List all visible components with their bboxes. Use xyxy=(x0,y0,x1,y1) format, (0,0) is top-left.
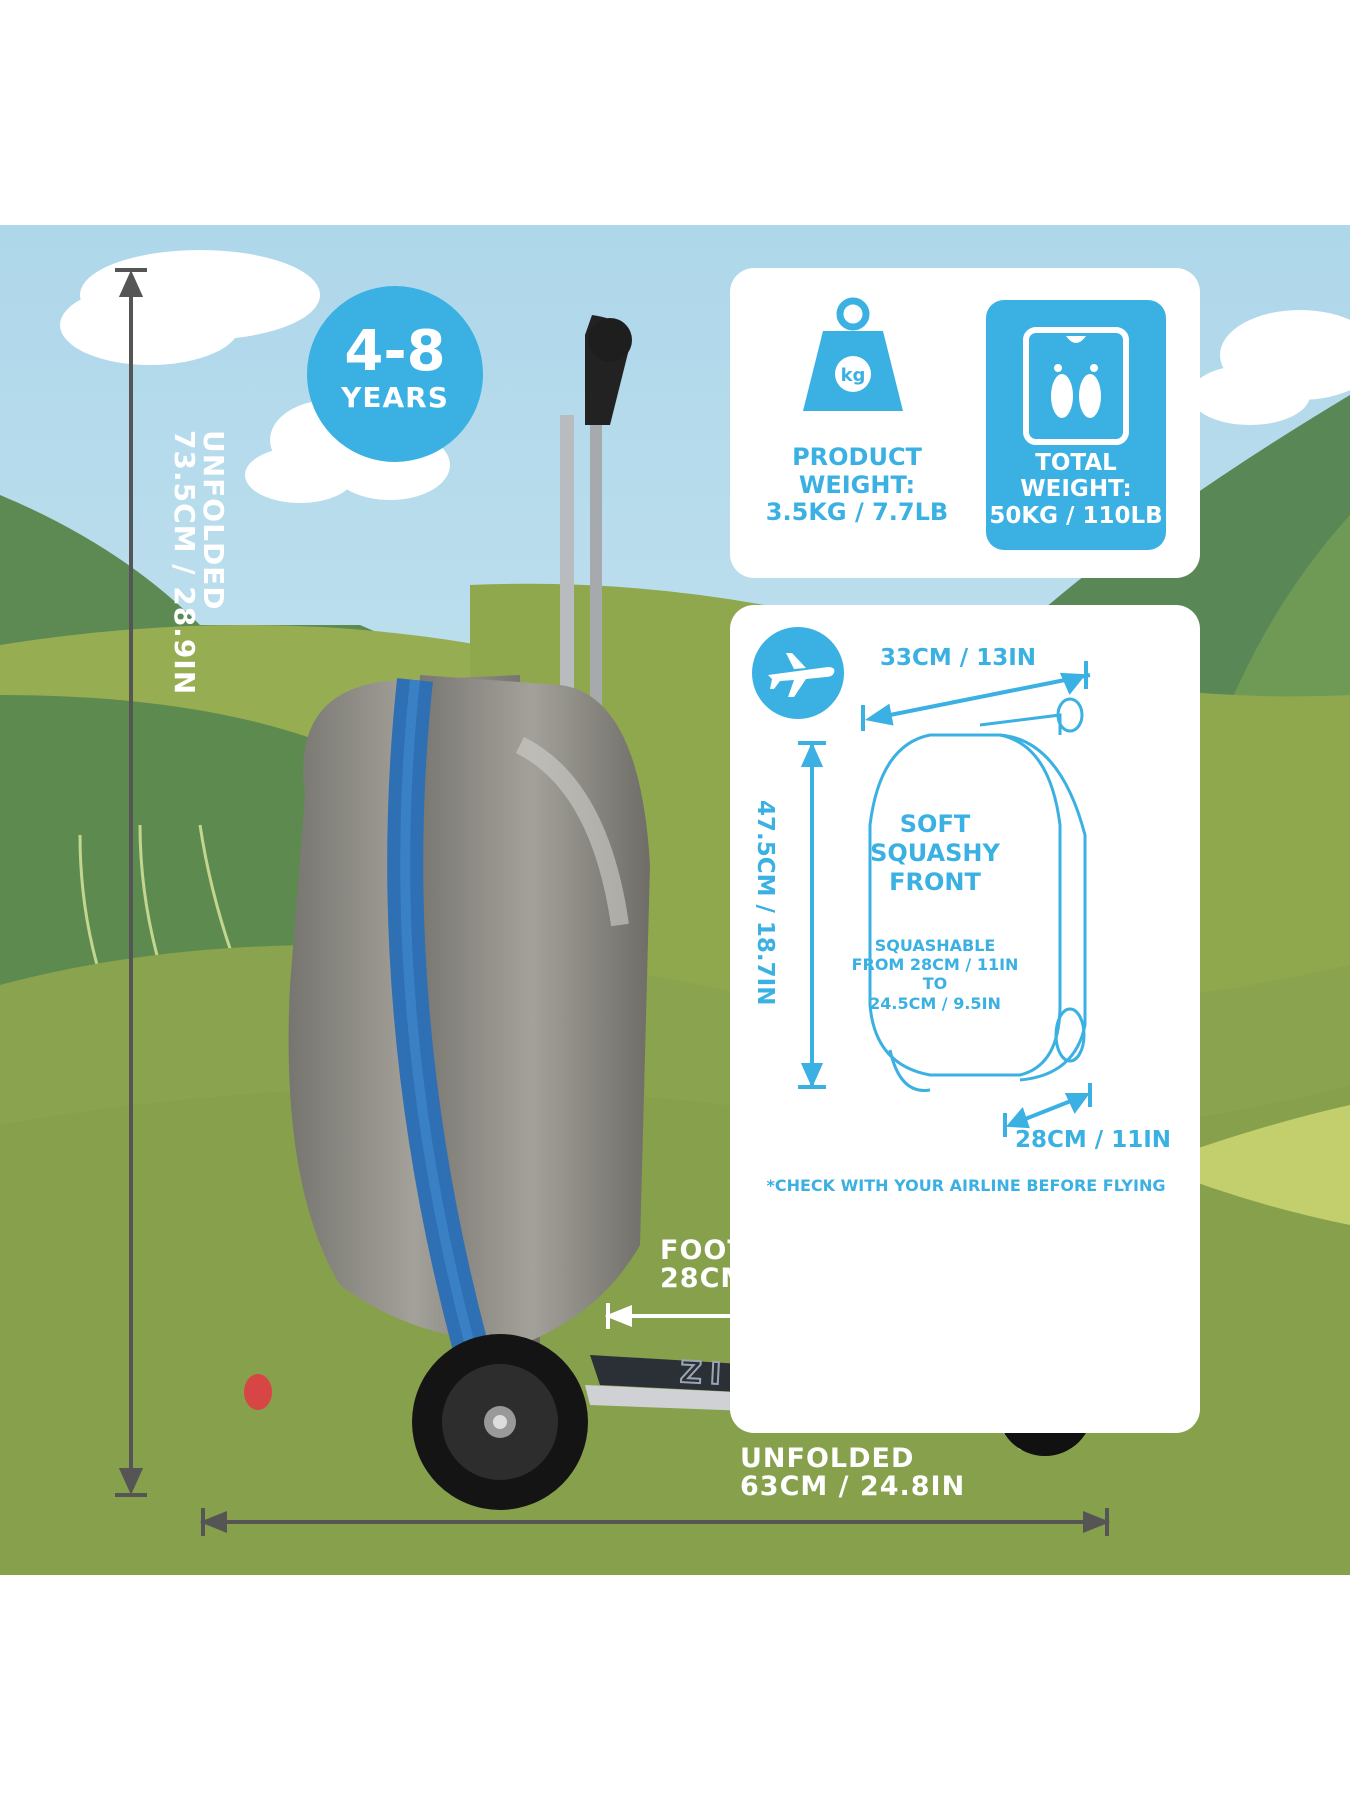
squash-line2: FROM 28CM / 11IN xyxy=(851,955,1019,975)
height-label-line1: UNFOLDED xyxy=(197,430,230,611)
rear-wheel xyxy=(412,1334,588,1510)
product-weight: PRODUCT WEIGHT: 3.5KG / 7.7LB xyxy=(742,443,972,527)
product-weight-value: 3.5KG / 7.7LB xyxy=(765,498,949,527)
age-badge: 4-8 YEARS xyxy=(307,286,483,462)
product-weight-line2: WEIGHT: xyxy=(798,470,916,499)
front-title-line2: SQUASHY xyxy=(870,838,1000,867)
squash-line1: SQUASHABLE xyxy=(874,936,996,955)
foot-space-label: FOOT SPACE 28CM / 11IN xyxy=(660,1235,859,1295)
squash-line4: 24.5CM / 9.5IN xyxy=(869,993,1001,1013)
total-weight-panel: TOTAL WEIGHT: 50KG / 110LB xyxy=(986,300,1166,550)
total-weight-line1: TOTAL xyxy=(1035,450,1117,476)
airplane-icon xyxy=(752,627,844,719)
front-title-line3: FRONT xyxy=(889,867,981,896)
total-weight-line2: WEIGHT: xyxy=(1020,476,1132,503)
dimension-diagram xyxy=(798,661,1092,1137)
length-label-line2: 63CM / 24.8IN xyxy=(740,1471,966,1503)
depth-label: 28CM / 11IN xyxy=(1015,1127,1172,1153)
weight-kg-icon: kg xyxy=(803,297,903,411)
foot-space-line1: FOOT SPACE xyxy=(660,1235,859,1266)
height-label: UNFOLDED 73.5CM / 28.9IN xyxy=(167,430,230,696)
product-scene: ZINC xyxy=(0,225,1350,1575)
length-label: UNFOLDED 63CM / 24.8IN xyxy=(740,1443,966,1503)
height-arrow xyxy=(115,268,147,1497)
width-label: 33CM / 13IN xyxy=(880,645,1037,671)
height-dimension-label: 47.5CM / 18.7IN xyxy=(752,800,778,1006)
airline-note: *CHECK WITH YOUR AIRLINE BEFORE FLYING xyxy=(766,1176,1166,1195)
suitcase xyxy=(244,315,650,1410)
height-label-line2: 73.5CM / 28.9IN xyxy=(167,430,201,696)
weight-icon-text: kg xyxy=(841,365,866,386)
dimensions-card: 33CM / 13IN 47.5CM / 18 xyxy=(730,605,1200,1433)
foot-space-line2: 28CM / 11IN xyxy=(660,1263,855,1295)
squash-line3: TO xyxy=(922,974,948,994)
length-arrow xyxy=(199,1508,1111,1536)
total-weight-value: 50KG / 110LB xyxy=(989,502,1163,529)
product-weight-line1: PRODUCT xyxy=(792,443,922,471)
weight-card: kg PRODUCT WEIGHT: 3.5KG / 7.7LB TOTAL W… xyxy=(730,268,1200,578)
front-title-line1: SOFT xyxy=(899,810,971,838)
length-label-line1: UNFOLDED xyxy=(740,1443,915,1474)
cloud xyxy=(60,250,1350,503)
total-weight: TOTAL WEIGHT: 50KG / 110LB xyxy=(986,450,1166,529)
squash-text: SQUASHABLE FROM 28CM / 11IN TO 24.5CM / … xyxy=(830,936,1040,1013)
age-unit: YEARS xyxy=(341,381,449,414)
front-title: SOFT SQUASHY FRONT xyxy=(845,810,1025,896)
age-range: 4-8 xyxy=(344,319,446,384)
scale-footprints-icon xyxy=(1023,327,1129,445)
